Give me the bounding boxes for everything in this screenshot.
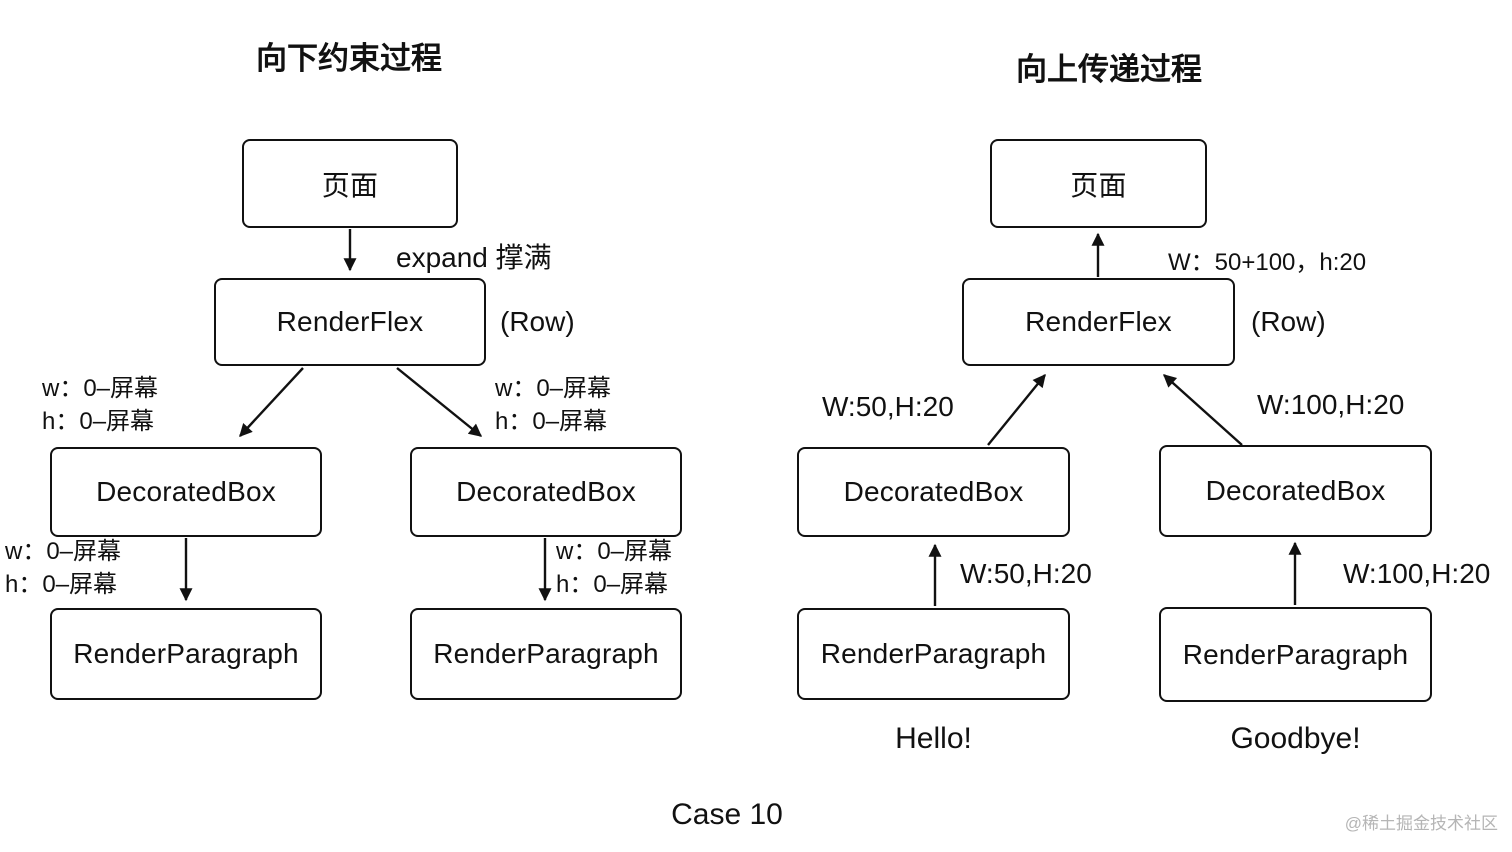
- right-node-renderparagraph-2-label: RenderParagraph: [1182, 638, 1409, 670]
- left-tree-title: 向下约束过程: [256, 41, 442, 76]
- left-node-decoratedbox-1-label: DecoratedBox: [96, 476, 276, 507]
- left-node-decoratedbox-2: DecoratedBox: [410, 447, 682, 537]
- right-node-decoratedbox-2-label: DecoratedBox: [1205, 475, 1386, 506]
- edge-right-dec1-to-flex: [987, 373, 1046, 446]
- left-node-page: 页面: [242, 139, 458, 228]
- left-node-renderparagraph-1-label: RenderParagraph: [73, 638, 299, 669]
- right-row-annotation: (Row): [1251, 306, 1326, 337]
- left-constraints-upper-left: w：0–屏幕 h：0–屏幕: [42, 372, 158, 438]
- left-node-renderparagraph-2: RenderParagraph: [410, 608, 682, 700]
- left-node-renderparagraph-1: RenderParagraph: [50, 608, 322, 700]
- right-size-upper-right: W:100,H:20: [1257, 389, 1405, 420]
- constraint-w: w：0–屏幕: [5, 538, 122, 565]
- right-size-to-page: W：50+100，h:20: [1168, 249, 1367, 276]
- right-node-renderparagraph-1-label: RenderParagraph: [820, 638, 1047, 669]
- right-size-lower-left: W:50,H:20: [960, 558, 1092, 589]
- left-node-renderflex-label: RenderFlex: [276, 306, 424, 337]
- left-node-page-label: 页面: [321, 169, 379, 201]
- right-node-decoratedbox-1-label: DecoratedBox: [843, 476, 1024, 507]
- right-node-decoratedbox-1: DecoratedBox: [797, 447, 1070, 537]
- left-node-renderflex: RenderFlex: [214, 278, 486, 366]
- right-node-renderflex-label: RenderFlex: [1025, 306, 1172, 337]
- left-node-renderparagraph-2-label: RenderParagraph: [433, 638, 659, 669]
- right-leaf-text-hello: Hello!: [895, 722, 972, 755]
- right-node-page-label: 页面: [1070, 169, 1127, 201]
- left-node-decoratedbox-1: DecoratedBox: [50, 447, 322, 537]
- watermark: @稀土掘金技术社区: [1344, 814, 1498, 833]
- left-node-decoratedbox-2-label: DecoratedBox: [456, 476, 636, 507]
- edge-right-dec2-to-flex: [1163, 374, 1243, 446]
- left-constraints-lower-left: w：0–屏幕 h：0–屏幕: [5, 535, 121, 601]
- left-constraints-upper-right: w：0–屏幕 h：0–屏幕: [495, 372, 611, 438]
- constraint-h: h：0–屏幕: [495, 408, 608, 435]
- left-expand-annotation: expand 撑满: [396, 242, 552, 273]
- constraint-h: h：0–屏幕: [5, 571, 118, 598]
- edge-left-flex-to-dec2: [396, 367, 483, 437]
- right-node-page: 页面: [990, 139, 1207, 228]
- constraint-h: h：0–屏幕: [556, 571, 669, 598]
- right-node-renderparagraph-2: RenderParagraph: [1159, 607, 1432, 702]
- left-constraints-lower-right: w：0–屏幕 h：0–屏幕: [556, 535, 672, 601]
- left-row-annotation: (Row): [500, 306, 575, 337]
- right-node-decoratedbox-2: DecoratedBox: [1159, 445, 1432, 537]
- right-leaf-text-goodbye: Goodbye!: [1230, 722, 1361, 755]
- constraint-w: w：0–屏幕: [556, 538, 673, 565]
- edge-left-flex-to-dec1: [239, 367, 304, 437]
- constraint-w: w：0–屏幕: [42, 375, 159, 402]
- right-tree-title: 向上传递过程: [1016, 52, 1202, 87]
- right-size-upper-left: W:50,H:20: [822, 391, 954, 422]
- constraint-w: w：0–屏幕: [495, 375, 612, 402]
- right-size-lower-right: W:100,H:20: [1343, 558, 1491, 589]
- right-node-renderparagraph-1: RenderParagraph: [797, 608, 1070, 700]
- right-node-renderflex: RenderFlex: [962, 278, 1235, 366]
- case-caption: Case 10: [671, 798, 783, 831]
- constraint-h: h：0–屏幕: [42, 408, 155, 435]
